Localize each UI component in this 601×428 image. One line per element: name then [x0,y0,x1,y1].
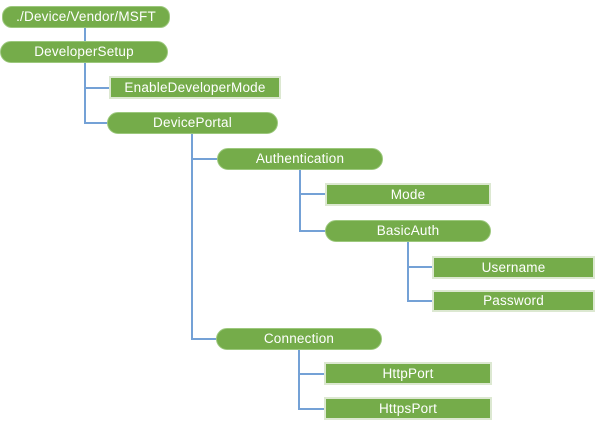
connector-to-authentication [192,158,218,160]
connector-connection-trunk [298,350,300,409]
connector-to-httpsport [298,408,325,410]
node-http-port: HttpPort [324,362,492,385]
connector-to-basicauth [299,230,326,232]
node-authentication: Authentication [217,148,383,170]
connector-basicauth-trunk [407,242,409,301]
node-password: Password [432,290,595,312]
connector-to-httpport [298,373,325,375]
node-root-path: ./Device/Vendor/MSFT [2,6,170,28]
connector-to-enabledevelopermode [85,87,110,89]
node-https-port: HttpsPort [324,397,492,420]
connector-authentication-trunk [299,170,301,231]
connector-root-developersetup [84,28,86,41]
node-developer-setup: DeveloperSetup [0,41,168,63]
connector-to-deviceportal [85,122,108,124]
node-mode: Mode [325,183,491,206]
node-username: Username [432,256,595,279]
node-device-portal: DevicePortal [107,112,278,134]
connector-deviceportal-trunk [191,134,193,340]
connector-to-connection [192,338,217,340]
node-enable-developer-mode: EnableDeveloperMode [109,76,281,99]
connector-developersetup-trunk [84,62,86,124]
node-basic-auth: BasicAuth [325,220,491,242]
connector-to-mode [299,193,326,195]
node-connection: Connection [216,328,382,350]
connector-to-password [407,300,433,302]
connector-to-username [407,266,433,268]
